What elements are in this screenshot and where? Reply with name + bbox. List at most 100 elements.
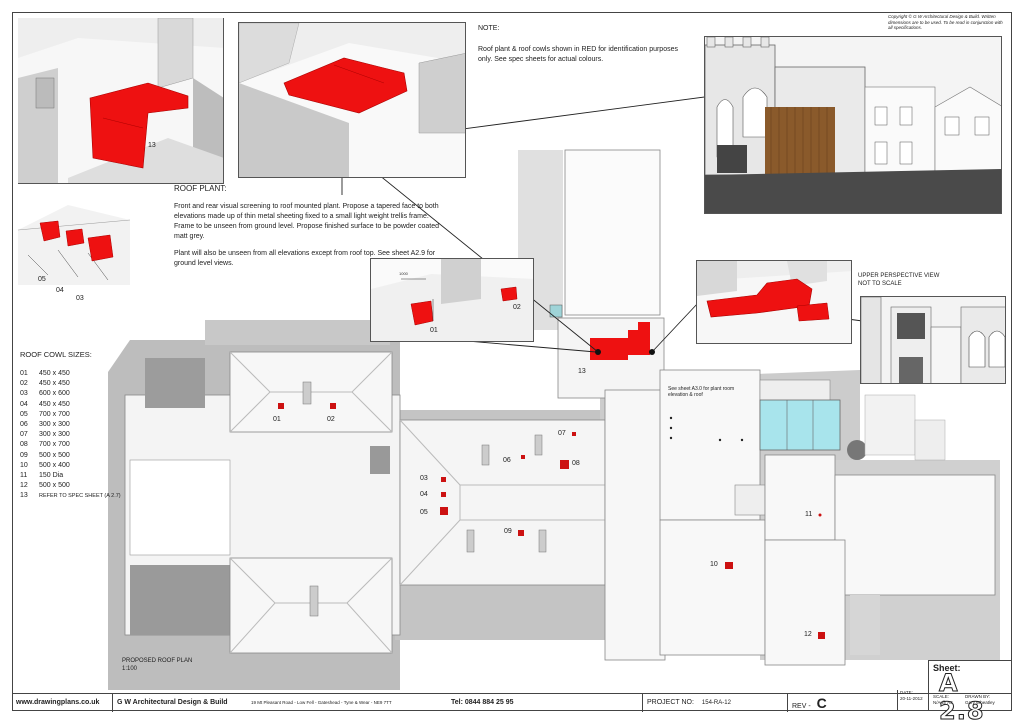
- cowl-size: 450 x 450: [39, 400, 70, 408]
- scale-value: N/A @ A3: [933, 699, 953, 705]
- upper-perspective-view: [860, 296, 1006, 384]
- drawn-value: Gary Wheatley: [965, 699, 995, 705]
- label-plant-13: 13: [578, 368, 586, 375]
- perspective-view-roof-left: [18, 18, 224, 184]
- label-cowl-03: 03: [420, 475, 428, 482]
- cowl-size-row: 10 500 x 400: [20, 461, 121, 471]
- date-label: DATE:: [900, 690, 913, 695]
- cowl-number: 12: [20, 482, 28, 490]
- cowl-size-row: 03 600 x 600: [20, 389, 121, 399]
- upper-view-scale: NOT TO SCALE: [858, 281, 902, 287]
- label-cowl-02: 02: [327, 416, 335, 423]
- cowl-dimension-detail: 1000: [370, 258, 534, 342]
- label-cowl-09: 09: [504, 528, 512, 535]
- roof-plant-para-2: Plant will also be unseen from all eleva…: [174, 250, 436, 267]
- roof-plant-description: Front and rear visual screening to roof …: [174, 202, 444, 276]
- label-13-view-a: 13: [148, 142, 156, 149]
- cowl-number: 07: [20, 431, 28, 439]
- roof-plant-title: ROOF PLANT:: [174, 184, 227, 193]
- copyright-notice: Copyright © G W Architectural Design & B…: [888, 14, 1003, 30]
- company-name: G W Architectural Design & Build: [112, 694, 247, 712]
- cowl-size-row: 04 450 x 450: [20, 400, 121, 410]
- roof-plan: [108, 149, 1000, 690]
- note-title: NOTE:: [478, 25, 500, 32]
- cowl-size: 500 x 500: [39, 482, 70, 490]
- svg-text:1000: 1000: [399, 271, 409, 276]
- roof-cowls-detail-view: [18, 205, 130, 285]
- scale-info: SCALE: N/A @ A3: [933, 694, 953, 705]
- cowl-size: 450 x 450: [39, 380, 70, 388]
- sheet-border: [12, 12, 1012, 711]
- cowl-number: 01: [20, 370, 28, 377]
- drawn-info: DRAWN BY: Gary Wheatley: [965, 694, 995, 705]
- project-label: PROJECT NO:: [647, 699, 694, 706]
- cowl-number: 04: [20, 400, 28, 408]
- cowl-number: 03: [20, 390, 28, 398]
- label-cowl-05-detail: 05: [38, 276, 46, 283]
- revision: REV - C: [787, 694, 897, 712]
- cowl-sizes-title: ROOF COWL SIZES:: [20, 350, 92, 359]
- cowl-sizes-list: 01 450 x 450 02 450 x 450 03 600 x 600 04 450 x…: [20, 369, 121, 502]
- sheet-label: Sheet:: [933, 663, 961, 673]
- upper-perspective-label: UPPER PERSPECTIVE VIEW NOT TO SCALE: [858, 272, 968, 288]
- label-cowl-01: 01: [273, 416, 281, 423]
- company-address: 19 Mt Pleasant Road - Low Fell - Gateshe…: [251, 700, 392, 705]
- note-body: Roof plant & roof cowls shown in RED for…: [478, 46, 678, 63]
- rev-value: C: [816, 695, 827, 711]
- roof-plant-para-1: Front and rear visual screening to roof …: [174, 203, 439, 240]
- cowl-size: 700 x 700: [39, 410, 70, 418]
- cowl-size: 600 x 600: [39, 390, 70, 398]
- cowl-size-row: 13 REFER TO SPEC SHEET (A 2.7): [20, 491, 121, 501]
- label-cowl-04-detail: 04: [56, 287, 64, 294]
- label-cowl-03-detail: 03: [76, 295, 84, 302]
- title-block: www.drawingplans.co.uk G W Architectural…: [12, 693, 1012, 712]
- cowl-size-row: 05 700 x 700: [20, 410, 121, 420]
- cowl-number: 13: [20, 492, 28, 500]
- cowl-number: 05: [20, 410, 28, 418]
- sheet-number-box: Sheet: A 2.8 SCALE: N/A @ A3 DRAWN BY: G…: [928, 660, 1012, 725]
- cowl-size: 500 x 500: [39, 451, 70, 459]
- cowl-size-row: 07 300 x 300: [20, 430, 121, 440]
- perspective-view-plant: [696, 260, 852, 344]
- scale-label: SCALE:: [933, 694, 950, 699]
- roof-plan-title: PROPOSED ROOF PLAN: [122, 658, 193, 664]
- cowl-size: 450 x 450: [39, 370, 70, 377]
- perspective-view-roof-center: [238, 22, 466, 178]
- cowl-number: 09: [20, 451, 28, 459]
- drawn-label: DRAWN BY:: [965, 694, 991, 699]
- cowl-size: 300 x 300: [39, 431, 70, 439]
- cowl-number: 08: [20, 441, 28, 449]
- telephone: Tel: 0844 884 25 95: [451, 699, 514, 706]
- upper-view-title: UPPER PERSPECTIVE VIEW: [858, 273, 940, 279]
- rev-label: REV -: [792, 703, 811, 710]
- cowl-number: 11: [20, 472, 28, 480]
- cowl-size-row: 01 450 x 450: [20, 369, 121, 379]
- label-cowl-10: 10: [710, 561, 718, 568]
- roof-plan-scale: 1:100: [122, 666, 138, 672]
- cowl-number: 02: [20, 380, 28, 388]
- cowl-size: REFER TO SPEC SHEET (A 2.7): [39, 493, 121, 500]
- date-value: 20-11-2012: [900, 695, 923, 701]
- drawing-info: DATE: 20-11-2012: [897, 690, 928, 711]
- label-cowl-05: 05: [420, 509, 428, 516]
- label-cowl-08: 08: [572, 460, 580, 467]
- cowl-size-row: 12 500 x 500: [20, 481, 121, 491]
- project-value: 154-RA-12: [701, 700, 731, 706]
- cowl-size-row: 06 300 x 300: [20, 420, 121, 430]
- cowl-size-row: 09 500 x 500: [20, 451, 121, 461]
- project-number: PROJECT NO: 154-RA-12: [642, 694, 787, 712]
- label-02-detail: 02: [513, 304, 521, 311]
- label-cowl-11: 11: [805, 511, 813, 518]
- cowl-number: 06: [20, 421, 28, 429]
- cowl-size: 500 x 400: [39, 461, 70, 469]
- sheet-number: A 2.8: [939, 669, 985, 725]
- label-01-detail: 01: [430, 327, 438, 334]
- cowl-size: 300 x 300: [39, 421, 70, 429]
- label-cowl-07: 07: [558, 430, 566, 437]
- website: www.drawingplans.co.uk: [16, 699, 100, 706]
- label-cowl-04: 04: [420, 491, 428, 498]
- cowl-number: 10: [20, 461, 28, 469]
